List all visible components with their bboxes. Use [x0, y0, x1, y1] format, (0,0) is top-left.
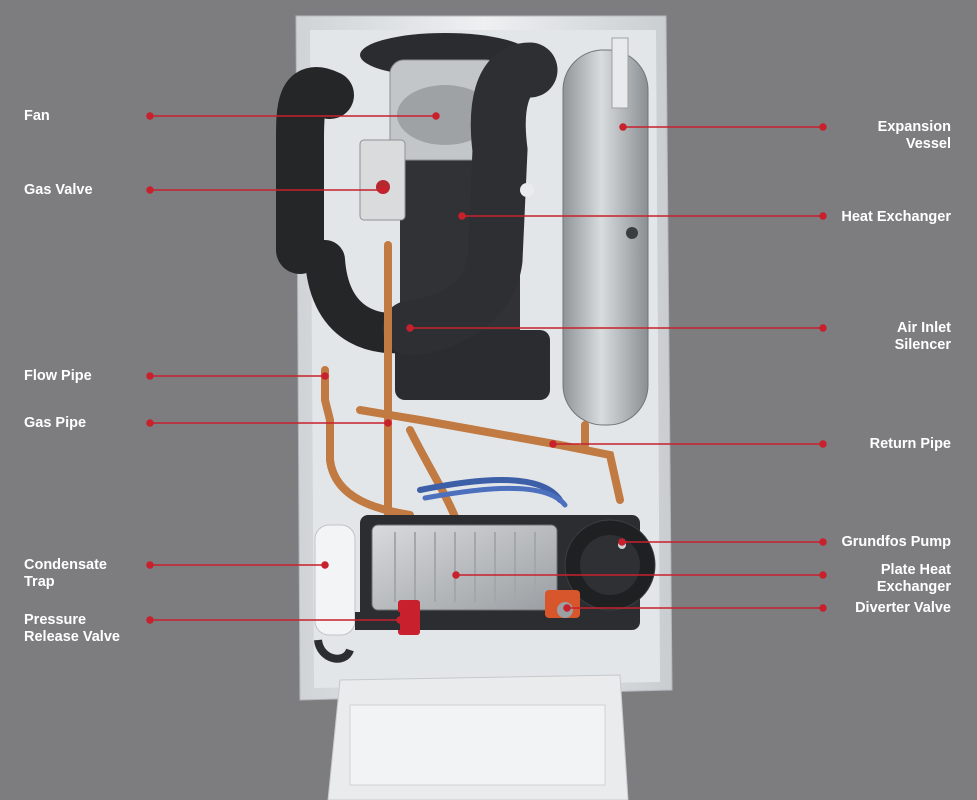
leader-air-inlet-silencer: [406, 324, 827, 332]
leader-diverter-valve: [563, 604, 827, 612]
leader-return-pipe: [549, 440, 827, 448]
leader-plate-heat-exchanger: [452, 571, 827, 579]
label-expansion-vessel: Expansion Vessel: [877, 119, 951, 152]
label-heat-exchanger: Heat Exchanger: [841, 209, 951, 225]
leader-fan: [146, 112, 440, 120]
label-fan: Fan: [24, 108, 50, 124]
leader-flow-pipe: [146, 372, 329, 380]
label-grundfos-pump: Grundfos Pump: [841, 534, 951, 550]
diverter-valve-part: [545, 590, 580, 618]
leader-heat-exchanger: [458, 212, 827, 220]
label-air-inlet-silencer: Air Inlet Silencer: [894, 320, 951, 353]
label-plate-heat-exchanger: Plate Heat Exchanger: [876, 562, 951, 595]
leader-condensate-trap: [146, 561, 329, 569]
plate-heat-exchanger-part: [371, 524, 558, 611]
label-gas-valve: Gas Valve: [24, 182, 93, 198]
label-pressure-release-valve: Pressure Release Valve: [24, 612, 120, 645]
label-flow-pipe: Flow Pipe: [24, 368, 92, 384]
leader-gas-pipe: [146, 419, 392, 427]
leader-expansion-vessel: [619, 123, 827, 131]
condensate-trap-part: [314, 524, 356, 663]
label-diverter-valve: Diverter Valve: [855, 600, 951, 616]
leader-grundfos-pump: [618, 538, 827, 546]
leader-lines: [146, 112, 827, 624]
air-inlet-silencer-part: [382, 42, 558, 356]
leader-gas-valve: [146, 186, 387, 194]
label-gas-pipe: Gas Pipe: [24, 415, 87, 431]
label-return-pipe: Return Pipe: [869, 436, 951, 452]
gas-valve-part: [359, 139, 406, 221]
blue-hoses: [417, 477, 568, 508]
pressure-release-valve-part: [355, 600, 420, 635]
expansion-vessel-part: [562, 37, 649, 426]
label-condensate-trap: Condensate Trap: [24, 557, 107, 590]
leader-pressure-release-valve: [146, 616, 404, 624]
